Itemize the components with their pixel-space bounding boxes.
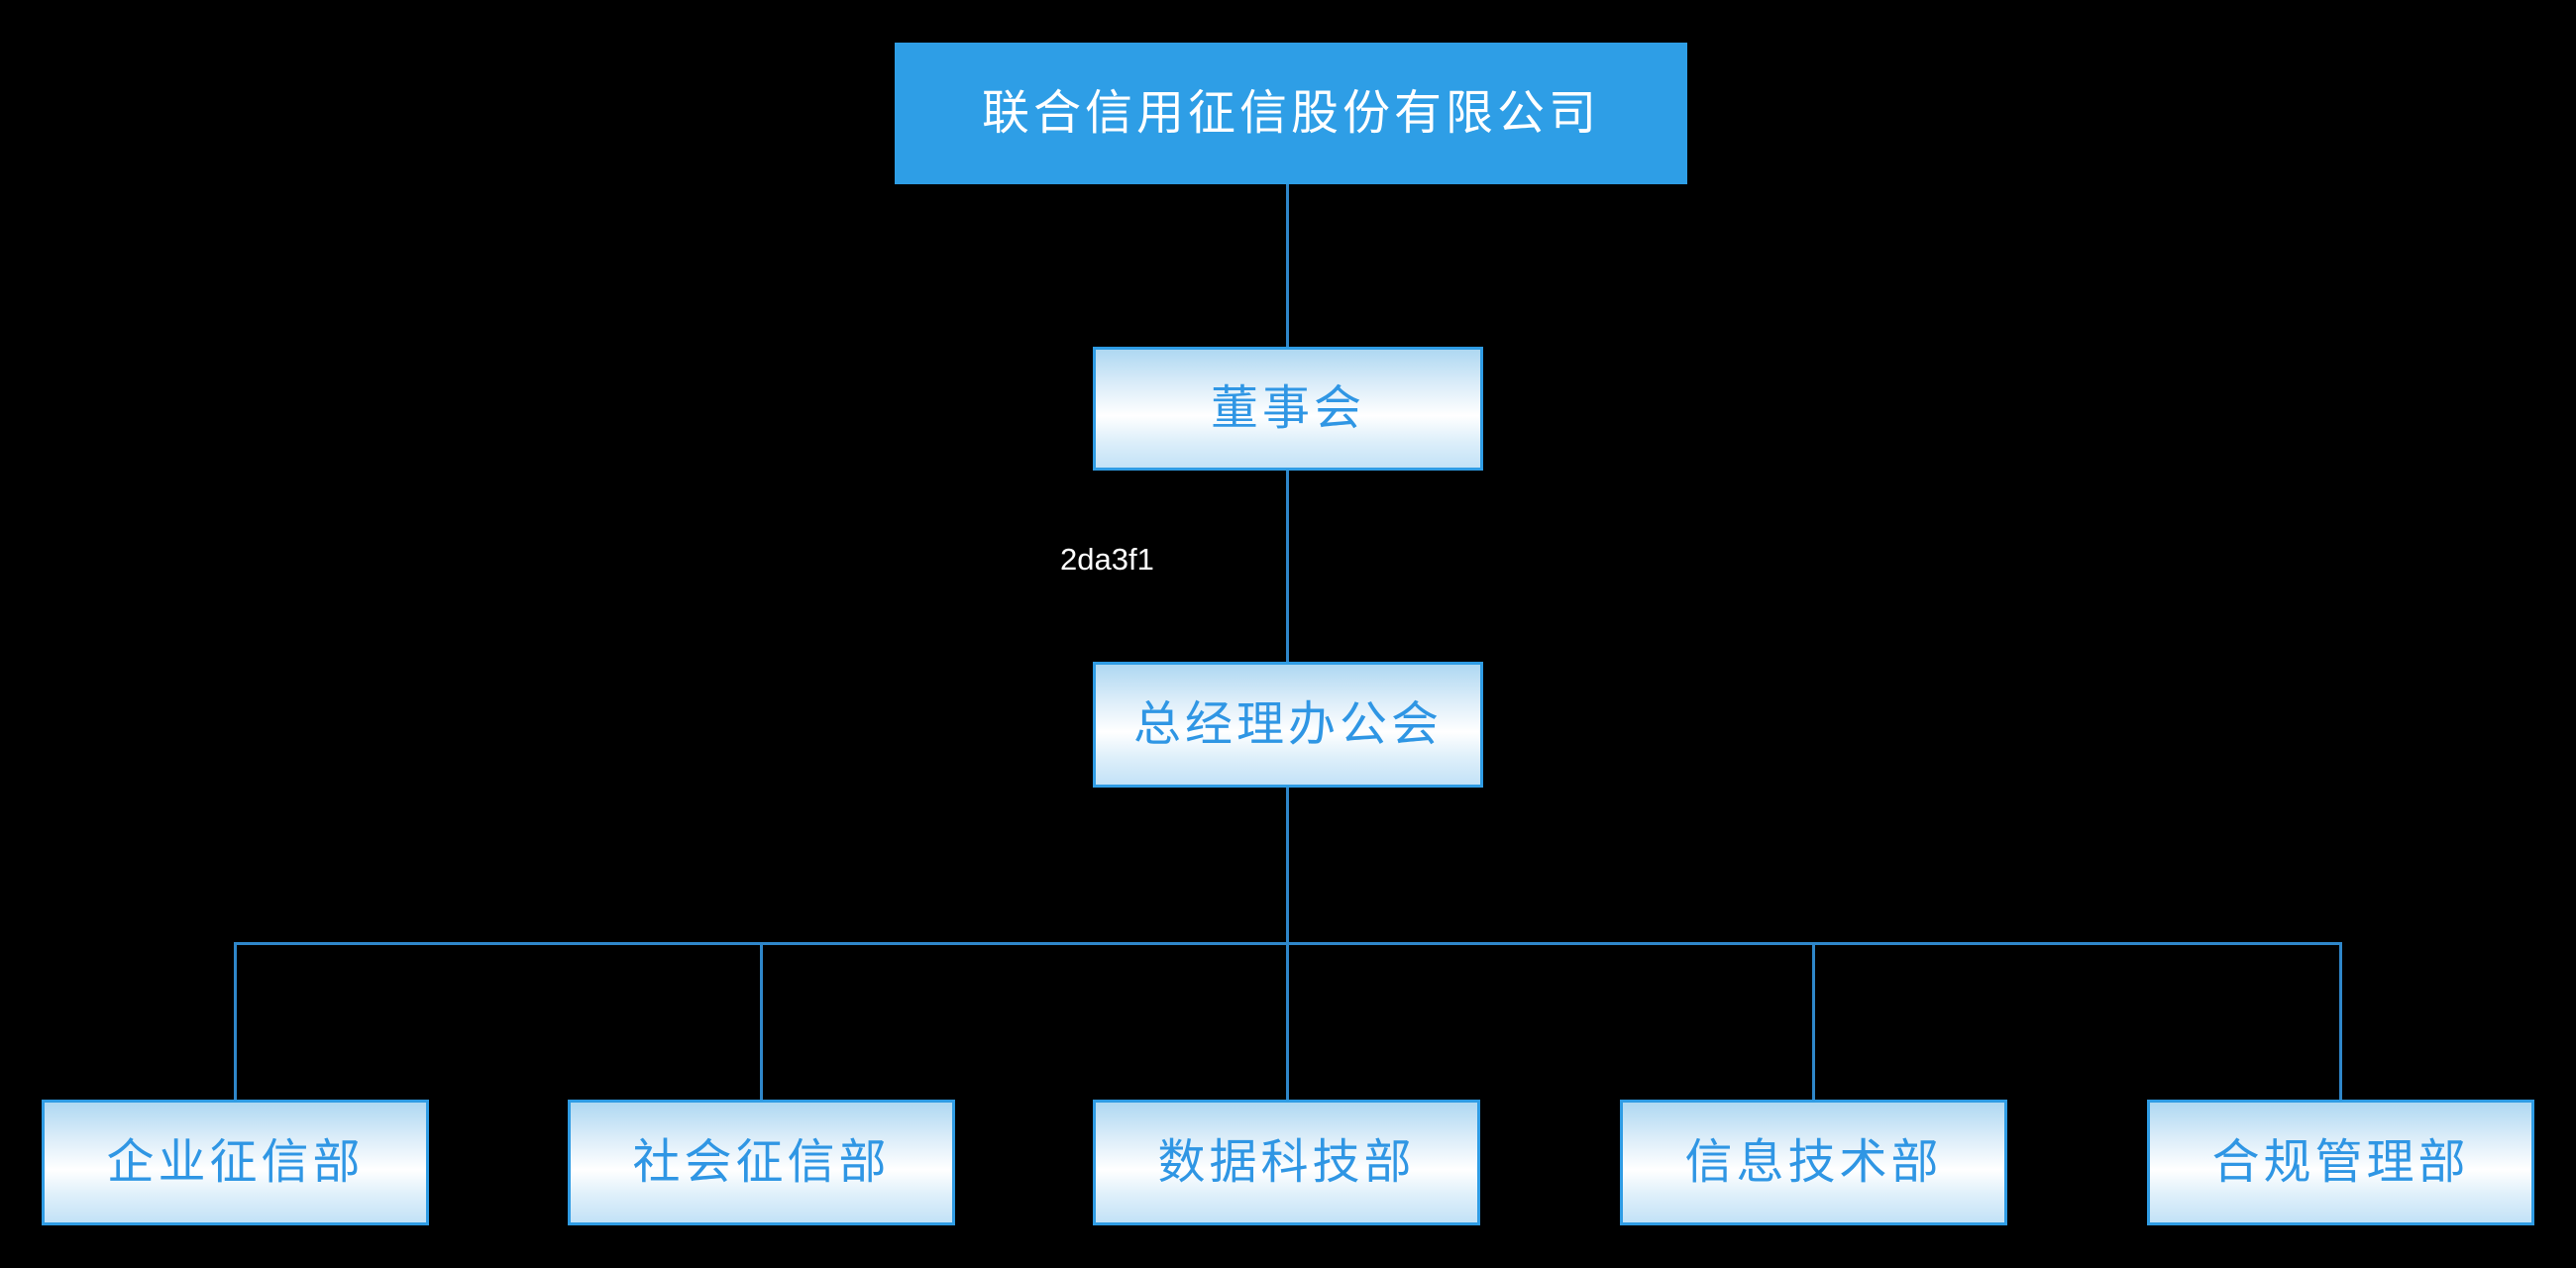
connector-drop-dept-1 — [234, 942, 237, 1100]
org-node-dept-label: 信息技术部 — [1684, 1135, 1943, 1189]
org-node-dept-label: 社会征信部 — [632, 1135, 891, 1189]
connector-drop-dept-4 — [1812, 942, 1815, 1100]
org-node-gm-office-label: 总经理办公会 — [1132, 697, 1443, 751]
org-node-company: 联合信用征信股份有限公司 — [895, 43, 1687, 184]
annotation-code: 2da3f1 — [1060, 542, 1154, 577]
org-node-dept-label: 企业征信部 — [106, 1135, 365, 1189]
org-node-dept-information-technology: 信息技术部 — [1620, 1100, 2007, 1225]
org-node-company-label: 联合信用征信股份有限公司 — [981, 86, 1600, 140]
connector-board-gm-office — [1286, 471, 1289, 662]
org-node-dept-label: 合规管理部 — [2211, 1135, 2470, 1189]
org-node-dept-social-credit: 社会征信部 — [568, 1100, 955, 1225]
org-node-gm-office: 总经理办公会 — [1093, 662, 1483, 788]
org-node-dept-enterprise-credit: 企业征信部 — [42, 1100, 429, 1225]
connector-rail — [235, 942, 2342, 945]
connector-drop-dept-5 — [2339, 942, 2342, 1100]
org-node-dept-compliance-management: 合规管理部 — [2147, 1100, 2534, 1225]
org-node-dept-label: 数据科技部 — [1157, 1135, 1416, 1189]
org-node-board-label: 董事会 — [1210, 381, 1365, 435]
connector-company-board — [1286, 184, 1289, 347]
org-node-board: 董事会 — [1093, 347, 1483, 471]
org-node-dept-data-technology: 数据科技部 — [1093, 1100, 1480, 1225]
connector-drop-dept-2 — [760, 942, 763, 1100]
